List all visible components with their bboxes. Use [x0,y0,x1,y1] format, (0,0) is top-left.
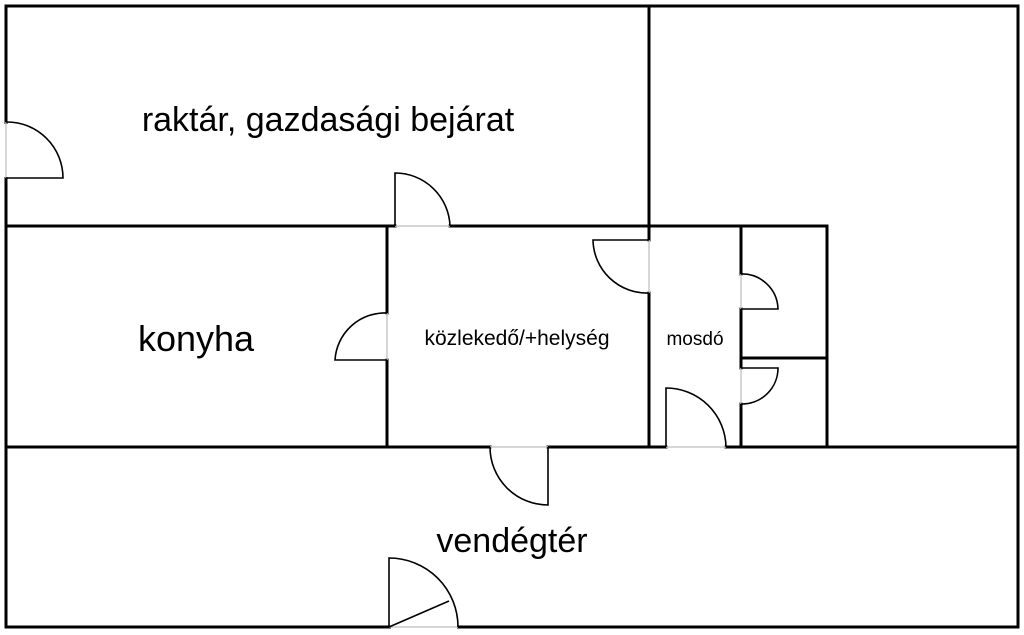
door-restroom-guest[interactable] [665,387,727,448]
door-corridor-guest[interactable] [489,446,549,506]
door-corridor-restroom[interactable] [592,239,650,294]
doors [5,121,779,628]
door-main-entrance[interactable] [388,557,459,628]
room-labels: raktár, gazdasági bejárat konyha közleke… [138,101,724,560]
door-kitchen-corridor[interactable] [334,312,388,361]
door-storage-corridor[interactable] [394,172,451,227]
door-storage-outer[interactable] [5,121,64,179]
label-restroom: mosdó [666,329,723,350]
outer-wall [4,4,1020,629]
door-stall-1[interactable] [740,273,779,310]
label-corridor: közlekedő/+helység [424,327,609,350]
label-guest-area: vendégtér [436,522,587,560]
label-storage: raktár, gazdasági bejárat [142,101,515,139]
door-stall-2[interactable] [740,367,779,405]
label-kitchen: konyha [138,318,255,359]
